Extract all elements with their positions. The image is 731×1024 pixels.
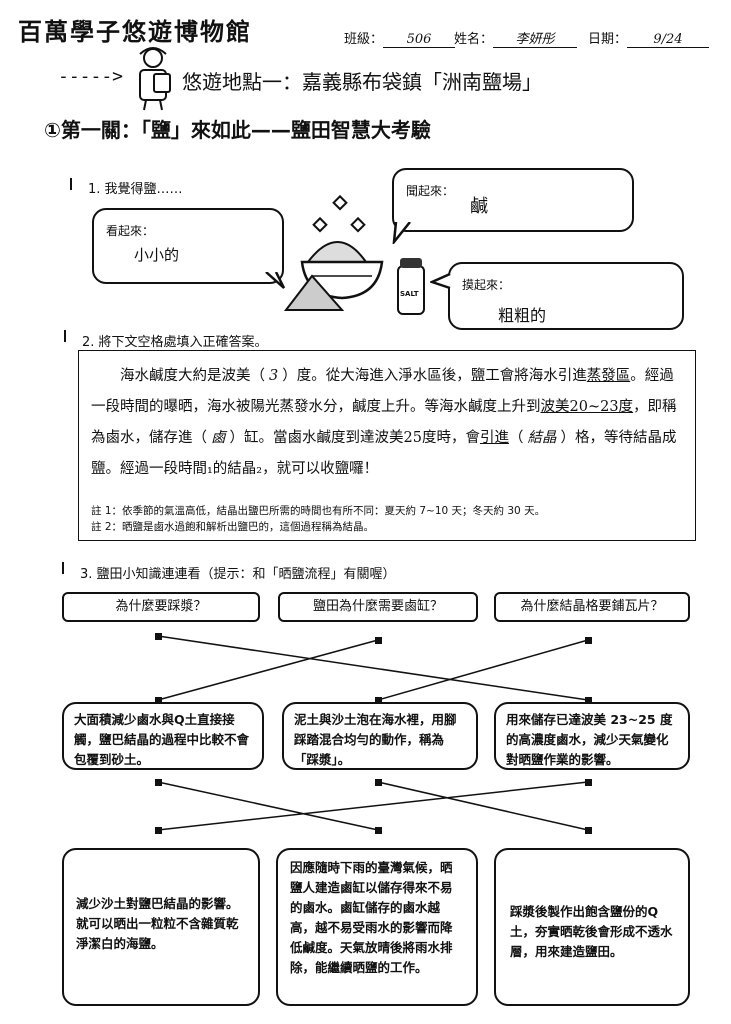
blank-2[interactable]: 鹵: [211, 430, 226, 446]
pin-icon: [70, 178, 75, 190]
arrow-icon: ----->: [58, 66, 124, 87]
connector-dot[interactable]: [155, 633, 162, 640]
explorer-icon: [139, 47, 171, 111]
smell-answer[interactable]: 鹹: [470, 196, 488, 217]
location-title: 悠遊地點一：嘉義縣布袋鎮「洲南鹽場」: [182, 70, 542, 94]
passage-text: 海水鹹度大約是波美（3）度。從大海進入淨水區後，鹽工會將海水引進蒸發區。經過一段…: [91, 361, 685, 485]
q1-label: 1. 我覺得鹽……: [88, 182, 183, 197]
passage-segment: （: [508, 430, 524, 446]
match-lines-bottom: [157, 781, 589, 831]
class-value[interactable]: 506: [383, 32, 456, 48]
page-title: 百萬學子悠遊博物館: [18, 18, 252, 46]
answer-box-bottom-3: 踩漿後製作出飽含鹽份的Q土，夯實晒乾後會形成不透水層，用來建造鹽田。: [494, 848, 690, 1006]
answer-box-middle-2: 泥土與沙土泡在海水裡，用腳踩踏混合均勻的動作，稱為「踩漿」。: [282, 702, 478, 770]
bubble-tail-icon: [265, 272, 286, 289]
passage-segment: ）度。從大海進入淨水區後，鹽工會將海水引進: [282, 368, 587, 384]
passage-segment: 蒸發區: [586, 368, 631, 384]
look-label: 看起來：: [106, 224, 155, 238]
pin-icon: [62, 562, 67, 574]
passage-segment: 海水鹹度大約是波美（: [120, 368, 265, 384]
connector-dot[interactable]: [375, 827, 382, 834]
connector-dot[interactable]: [155, 779, 162, 786]
connector-dot[interactable]: [375, 637, 382, 644]
name-label: 姓名：: [454, 32, 494, 47]
pin-icon: [64, 330, 69, 342]
match-lines-top: [157, 635, 589, 701]
passage-segment: ）格，等待結晶成鹽。經過一段時間₁的結晶₂，就可以收鹽囉！: [91, 430, 677, 477]
touch-answer[interactable]: 粗粗的: [498, 306, 547, 325]
name-value[interactable]: 李妍彤: [493, 28, 578, 48]
answer-box-bottom-2: 因應隨時下雨的臺灣氣候，晒鹽人建造鹵缸以儲存得來不易的鹵水。鹵缸儲存的鹵水越高，…: [276, 848, 478, 1006]
note-1: 註 1：依季節的氣溫高低，結晶出鹽巴所需的時間也有所不同：夏天約 7~10 天；…: [91, 505, 546, 517]
answer-box-middle-3: 用來儲存已達波美 23~25 度的高濃度鹵水，減少天氣變化對晒鹽作業的影響。: [494, 702, 690, 770]
date-field: 日期：9/24: [588, 28, 710, 48]
blank-1[interactable]: 3: [269, 368, 279, 384]
salt-bowl-icon: [283, 194, 425, 315]
passage-segment: 。經過一段時間的曝晒，海水被陽光蒸發水分，鹹度上升。等海水鹹度上升到: [91, 368, 674, 415]
connector-dot[interactable]: [585, 827, 592, 834]
passage-segment: ，即稱為鹵水，儲存進（: [91, 399, 677, 446]
answer-box-middle-1: 大面積減少鹵水與Q土直接接觸，鹽巴結晶的過程中比較不會包覆到砂土。: [62, 702, 264, 770]
touch-bubble: 摸起來： 粗粗的: [448, 262, 684, 330]
connector-dot[interactable]: [375, 697, 382, 704]
date-value[interactable]: 9/24: [627, 32, 710, 48]
bubble-tail-icon: [392, 222, 411, 244]
connector-dot[interactable]: [155, 697, 162, 704]
question-box-1: 為什麼要踩漿？: [62, 592, 260, 622]
touch-label: 摸起來：: [462, 278, 511, 292]
connector-dot[interactable]: [585, 779, 592, 786]
name-field: 姓名：李妍彤: [454, 28, 578, 48]
connector-dot[interactable]: [585, 697, 592, 704]
note-2: 註 2：晒鹽是鹵水過飽和解析出鹽巴的，這個過程稱為結晶。: [91, 521, 375, 533]
date-label: 日期：: [588, 32, 628, 47]
answer-box-bottom-1: 減少沙土對鹽巴結晶的影響。就可以晒出一粒粒不含雜質乾淨潔白的海鹽。: [62, 848, 260, 1006]
passage-segment: ）缸。當鹵水鹹度到達波美25度時，會: [229, 430, 480, 446]
look-answer[interactable]: 小小的: [134, 246, 180, 264]
class-field: 班級：506: [344, 28, 456, 48]
stage-title: ①第一關：「鹽」來如此——鹽田智慧大考驗: [44, 118, 431, 142]
connector-dot[interactable]: [585, 637, 592, 644]
q2-label: 2. 將下文空格處填入正確答案。: [82, 335, 268, 350]
blank-3[interactable]: 結晶: [527, 430, 557, 446]
passage-segment: 波美20~23度: [540, 399, 634, 415]
class-label: 班級：: [344, 32, 384, 47]
connector-dot[interactable]: [155, 827, 162, 834]
bubble-tail-icon: [430, 272, 451, 290]
smell-label: 聞起來：: [406, 184, 455, 198]
passage-segment: 引進: [479, 430, 509, 446]
look-bubble: 看起來： 小小的: [92, 208, 284, 284]
q3-label: 3. 鹽田小知識連連看（提示：和「晒鹽流程」有關喔）: [80, 567, 396, 582]
question-box-3: 為什麼結晶格要鋪瓦片？: [494, 592, 690, 622]
smell-bubble: 聞起來： 鹹: [392, 168, 634, 232]
connector-dot[interactable]: [375, 779, 382, 786]
fill-in-passage: 海水鹹度大約是波美（3）度。從大海進入淨水區後，鹽工會將海水引進蒸發區。經過一段…: [78, 350, 696, 541]
question-box-2: 鹽田為什麼需要鹵缸？: [278, 592, 478, 622]
salt-shaker-label: SALT: [400, 290, 419, 298]
